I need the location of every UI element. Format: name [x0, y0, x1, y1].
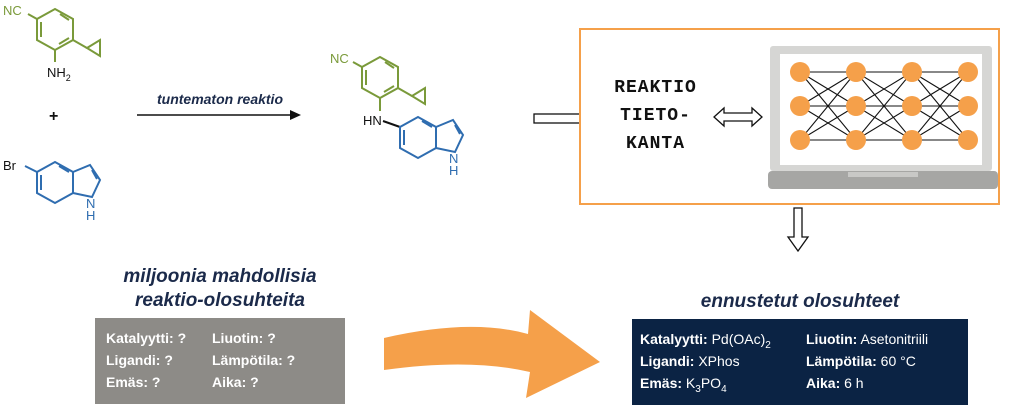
- unknown-ligand: Ligandi: ?: [106, 352, 173, 368]
- predicted-catalyst: Katalyytti: Pd(OAc)2: [640, 331, 771, 351]
- indole-benzene-ring: [36, 160, 74, 205]
- reactant-bromoindole-structure: Br N H: [3, 158, 102, 223]
- unknown-time: Aika: ?: [212, 374, 259, 390]
- nitrile-label: NC: [3, 3, 22, 18]
- predicted-conditions-heading: ennustetut olosuhteet: [700, 291, 900, 312]
- database-label-line3: KANTA: [625, 134, 685, 154]
- pyrrole-double-bond: [454, 124, 461, 135]
- indole-n-label: N: [86, 196, 95, 211]
- nitrile-bond: [27, 13, 38, 20]
- cyclopropyl-bond: [72, 39, 88, 49]
- big-orange-arrow: [384, 310, 600, 398]
- predicted-time: Aika: 6 h: [806, 375, 864, 391]
- predicted-ligand: Ligandi: XPhos: [640, 353, 740, 369]
- indole-benzene-ring: [399, 115, 437, 160]
- laptop-trackpad: [848, 172, 918, 177]
- amine-label: NH2: [47, 65, 71, 83]
- ring-double-bond: [59, 13, 70, 21]
- ring-double-bond: [58, 165, 70, 173]
- laptop-base: [768, 171, 998, 189]
- product-nh-linker-label: HN: [363, 113, 382, 128]
- hollow-arrow-to-database: [533, 113, 581, 124]
- cyclopropyl-bond: [397, 87, 413, 97]
- indole-h-label: H: [86, 208, 95, 223]
- unknown-conditions-box: Katalyytti: ? Liuotin: ? Ligandi: ? Lämp…: [95, 318, 345, 404]
- predicted-conditions-box: Katalyytti: Pd(OAc)2 Liuotin: Asetonitri…: [632, 319, 968, 405]
- ring-double-bond: [383, 85, 395, 93]
- bromine-label: Br: [3, 158, 17, 173]
- product-nitrile-label: NC: [330, 51, 349, 66]
- cyclopropyl-ring: [410, 86, 426, 106]
- pyrrole-double-bond: [91, 169, 98, 180]
- database-label-line2: TIETO-: [620, 106, 691, 126]
- nitrile-bond: [352, 61, 363, 68]
- unknown-temperature: Lämpötila: ?: [212, 352, 296, 368]
- unknown-base: Emäs: ?: [106, 374, 161, 390]
- benzene-ring: [36, 7, 74, 52]
- ring-double-bond: [58, 37, 70, 45]
- reactant-aniline-structure: NC NH2: [3, 3, 101, 83]
- predicted-solvent: Liuotin: Asetonitriili: [806, 331, 929, 347]
- hollow-down-arrow: [786, 207, 810, 253]
- database-label-line1: REAKTIO: [614, 78, 697, 98]
- product-indole-h-label: H: [449, 163, 458, 178]
- cyclopropyl-ring: [85, 38, 101, 58]
- reaction-arrow: [137, 110, 301, 120]
- product-benzene-ring: [361, 55, 399, 100]
- bromide-bond: [24, 165, 38, 173]
- indole-pyrrole-ring: [435, 118, 465, 154]
- predicted-base: Emäs: K3PO4: [640, 375, 727, 395]
- product-indole-n-label: N: [449, 151, 458, 166]
- predicted-temperature: Lämpötila: 60 °C: [806, 353, 916, 369]
- unknown-conditions-heading-line2: reaktio-olosuhteita: [135, 290, 305, 311]
- ring-double-bond: [421, 120, 433, 128]
- unknown-catalyst: Katalyytti: ?: [106, 330, 187, 346]
- nh-aryl-bond: [382, 120, 401, 128]
- product-structure: NC HN N H: [330, 51, 465, 178]
- unknown-solvent: Liuotin: ?: [212, 330, 276, 346]
- reaction-arrow-label: tuntematon reaktio: [156, 91, 283, 107]
- ring-double-bond: [384, 61, 395, 69]
- laptop-neural-network-icon: [768, 46, 998, 189]
- unknown-conditions-heading-line1: miljoonia mahdollisia: [123, 266, 317, 287]
- double-headed-arrow: [713, 106, 763, 128]
- plus-sign: +: [49, 108, 59, 125]
- indole-pyrrole-ring: [72, 163, 102, 199]
